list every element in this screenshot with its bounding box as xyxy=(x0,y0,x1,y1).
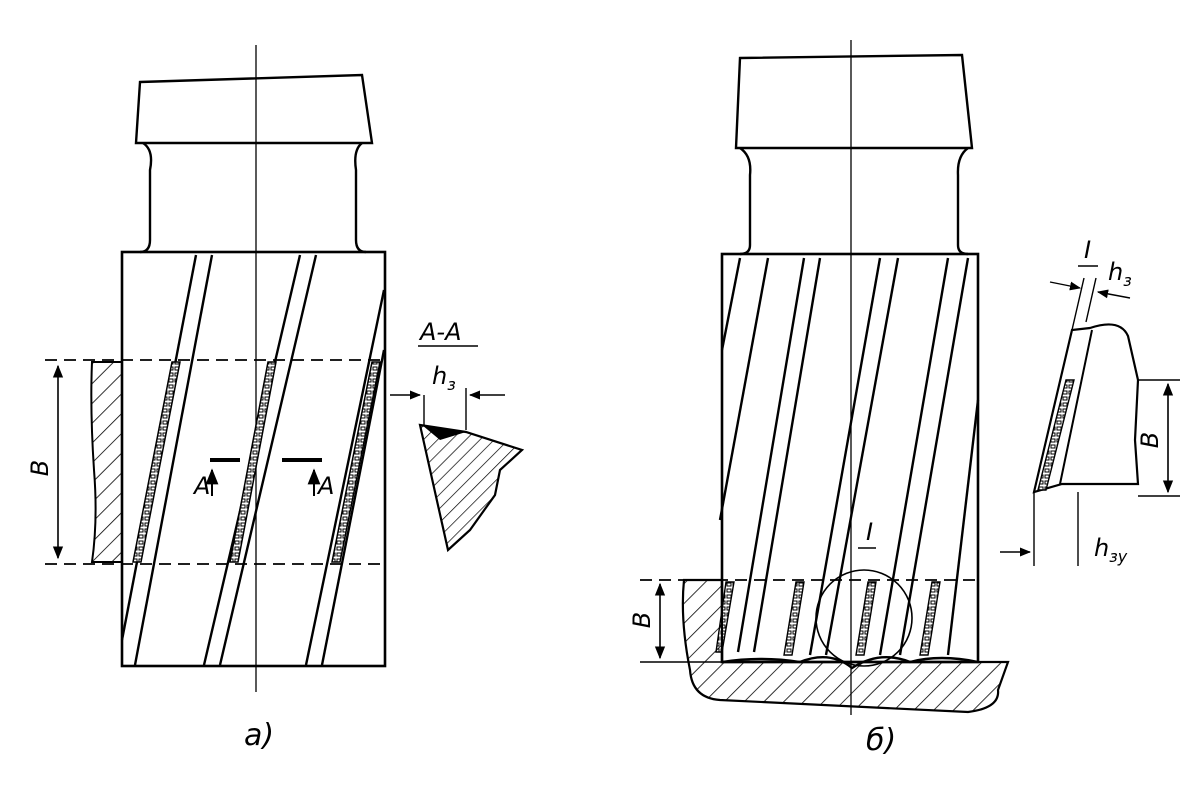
shank-head-b xyxy=(734,53,974,150)
cutter-body-b xyxy=(720,252,980,664)
width-label-b: В xyxy=(628,612,656,628)
svg-text:А: А xyxy=(192,472,210,500)
shank-head-a xyxy=(134,73,374,145)
caption-b: б) xyxy=(866,723,896,758)
wear-label-b: hз xyxy=(1108,258,1132,290)
section-title-a: А-А xyxy=(418,318,462,346)
figure-a: В А А А-А hз а) xyxy=(26,45,525,753)
width-label-a: В xyxy=(26,460,54,476)
wear-strips-a xyxy=(132,361,381,563)
shank-neck-a xyxy=(139,141,367,254)
detail-marker-b: I xyxy=(866,518,873,546)
width-label-detail-b: В xyxy=(1136,432,1164,448)
section-marker-left-a: А xyxy=(192,458,240,500)
figure-b: I В I hз hзу В б) xyxy=(628,40,1180,758)
svg-text:А: А xyxy=(316,472,334,500)
wear-label-a: hз xyxy=(432,362,456,394)
workpiece-b xyxy=(681,578,1010,714)
caption-a: а) xyxy=(244,718,274,753)
flutes-b xyxy=(718,257,980,656)
detail-title-b: I xyxy=(1084,236,1091,264)
flutes-a xyxy=(120,254,386,666)
section-marker-right-a: А xyxy=(282,458,334,500)
workpiece-a xyxy=(90,361,123,563)
wear-label-y-b: hзу xyxy=(1094,534,1128,566)
shank-neck-b xyxy=(739,147,969,256)
section-view-a: А-А hз xyxy=(390,318,525,553)
detail-view-b: I hз hзу В xyxy=(1000,236,1180,566)
